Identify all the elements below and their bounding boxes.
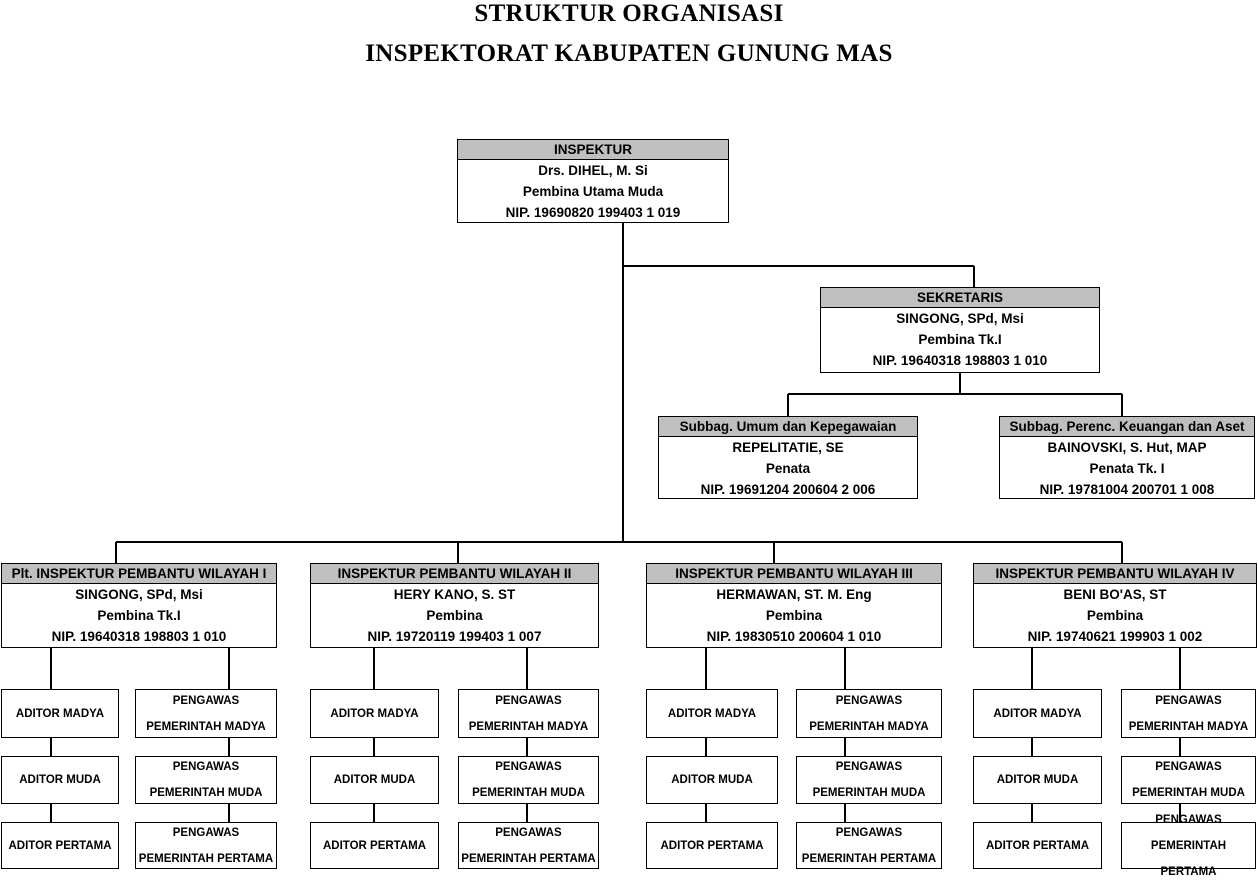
subbag-perenc-name: BAINOVSKI, S. Hut, MAP [1047,440,1207,455]
wilayah-2-nip: NIP. 19720119 199403 1 007 [367,629,542,644]
wilayah-3-name: HERMAWAN, ST. M. Eng [716,587,872,602]
subbag-umum-header: Subbag. Umum dan Kepegawaian [659,417,917,437]
inspektur-nip: NIP. 19690820 199403 1 019 [505,205,681,220]
inspektur-name: Drs. DIHEL, M. Si [538,163,648,178]
wilayah-2-box: INSPEKTUR PEMBANTU WILAYAH II HERY KANO,… [310,563,599,648]
inspektur-header: INSPEKTUR [458,140,728,160]
wilayah-1-nip: NIP. 19640318 198803 1 010 [51,629,227,644]
subbag-perenc-box: Subbag. Perenc. Keuangan dan Aset BAINOV… [999,416,1255,499]
wilayah-1-box: Plt. INSPEKTUR PEMBANTU WILAYAH I SINGON… [1,563,277,648]
wilayah-4-rank: Pembina [1086,608,1144,623]
chart-title-line1: STRUKTUR ORGANISASI [474,0,784,27]
wilayah-4-box: INSPEKTUR PEMBANTU WILAYAH IV BENI BO'AS… [973,563,1257,648]
inspektur-box: INSPEKTUR Drs. DIHEL, M. Si Pembina Utam… [457,139,729,223]
wilayah-4-pengawas-muda: PENGAWAS PEMERINTAH MUDA [1121,756,1256,804]
wilayah-1-pengawas-madya: PENGAWAS PEMERINTAH MADYA [135,689,277,738]
wilayah-1-aditor-pertama: ADITOR PERTAMA [1,822,119,869]
wilayah-3-box: INSPEKTUR PEMBANTU WILAYAH III HERMAWAN,… [646,563,942,648]
wilayah-2-pengawas-pertama: PENGAWAS PEMERINTAH PERTAMA [458,822,599,869]
wilayah-4-pengawas-pertama: PENGAWAS PEMERINTAH PERTAMA [1121,814,1256,878]
subbag-perenc-nip: NIP. 19781004 200701 1 008 [1039,482,1215,497]
wilayah-4-aditor-madya: ADITOR MADYA [973,689,1102,738]
wilayah-3-rank: Pembina [765,608,823,623]
subbag-umum-name: REPELITATIE, SE [732,440,844,455]
subbag-perenc-rank: Penata Tk. I [1089,461,1165,476]
wilayah-4-aditor-muda: ADITOR MUDA [973,756,1102,804]
subbag-umum-rank: Penata [765,461,811,476]
wilayah-1-rank: Pembina Tk.I [97,608,181,623]
subbag-umum-box: Subbag. Umum dan Kepegawaian REPELITATIE… [658,416,918,499]
sekretaris-name: SINGONG, SPd, Msi [896,311,1024,326]
wilayah-3-header: INSPEKTUR PEMBANTU WILAYAH III [647,564,941,584]
wilayah-3-nip: NIP. 19830510 200604 1 010 [706,629,882,644]
wilayah-1-aditor-muda: ADITOR MUDA [1,756,119,804]
wilayah-3-pengawas-muda: PENGAWAS PEMERINTAH MUDA [796,756,942,804]
wilayah-2-rank: Pembina [426,608,483,623]
sekretaris-rank: Pembina Tk.I [918,332,1002,347]
wilayah-2-pengawas-muda: PENGAWAS PEMERINTAH MUDA [458,756,599,804]
wilayah-4-pengawas-madya: PENGAWAS PEMERINTAH MADYA [1121,689,1256,738]
wilayah-1-aditor-madya: ADITOR MADYA [1,689,119,738]
wilayah-2-aditor-pertama: ADITOR PERTAMA [310,822,439,869]
wilayah-4-nip: NIP. 19740621 199903 1 002 [1027,629,1203,644]
wilayah-2-name: HERY KANO, S. ST [393,587,516,602]
wilayah-4-header: INSPEKTUR PEMBANTU WILAYAH IV [974,564,1256,584]
wilayah-2-header: INSPEKTUR PEMBANTU WILAYAH II [311,564,598,584]
subbag-umum-nip: NIP. 19691204 200604 2 006 [700,482,876,497]
wilayah-2-pengawas-madya: PENGAWAS PEMERINTAH MADYA [458,689,599,738]
wilayah-4-aditor-pertama: ADITOR PERTAMA [973,822,1102,869]
subbag-perenc-header: Subbag. Perenc. Keuangan dan Aset [1000,417,1254,437]
inspektur-rank: Pembina Utama Muda [522,184,664,199]
wilayah-4-name: BENI BO'AS, ST [1063,587,1167,602]
wilayah-1-name: SINGONG, SPd, Msi [75,587,203,602]
wilayah-2-aditor-muda: ADITOR MUDA [310,756,439,804]
sekretaris-box: SEKRETARIS SINGONG, SPd, Msi Pembina Tk.… [820,287,1100,373]
sekretaris-header: SEKRETARIS [821,288,1099,308]
wilayah-3-pengawas-madya: PENGAWAS PEMERINTAH MADYA [796,689,942,738]
wilayah-3-aditor-muda: ADITOR MUDA [646,756,778,804]
wilayah-3-aditor-madya: ADITOR MADYA [646,689,778,738]
wilayah-1-pengawas-muda: PENGAWAS PEMERINTAH MUDA [135,756,277,804]
sekretaris-nip: NIP. 19640318 198803 1 010 [872,353,1048,368]
chart-title-line2: INSPEKTORAT KABUPATEN GUNUNG MAS [365,40,893,67]
wilayah-2-aditor-madya: ADITOR MADYA [310,689,439,738]
wilayah-3-aditor-pertama: ADITOR PERTAMA [646,822,778,869]
wilayah-1-pengawas-pertama: PENGAWAS PEMERINTAH PERTAMA [135,822,277,869]
wilayah-1-header: Plt. INSPEKTUR PEMBANTU WILAYAH I [2,564,276,584]
wilayah-3-pengawas-pertama: PENGAWAS PEMERINTAH PERTAMA [796,822,942,869]
